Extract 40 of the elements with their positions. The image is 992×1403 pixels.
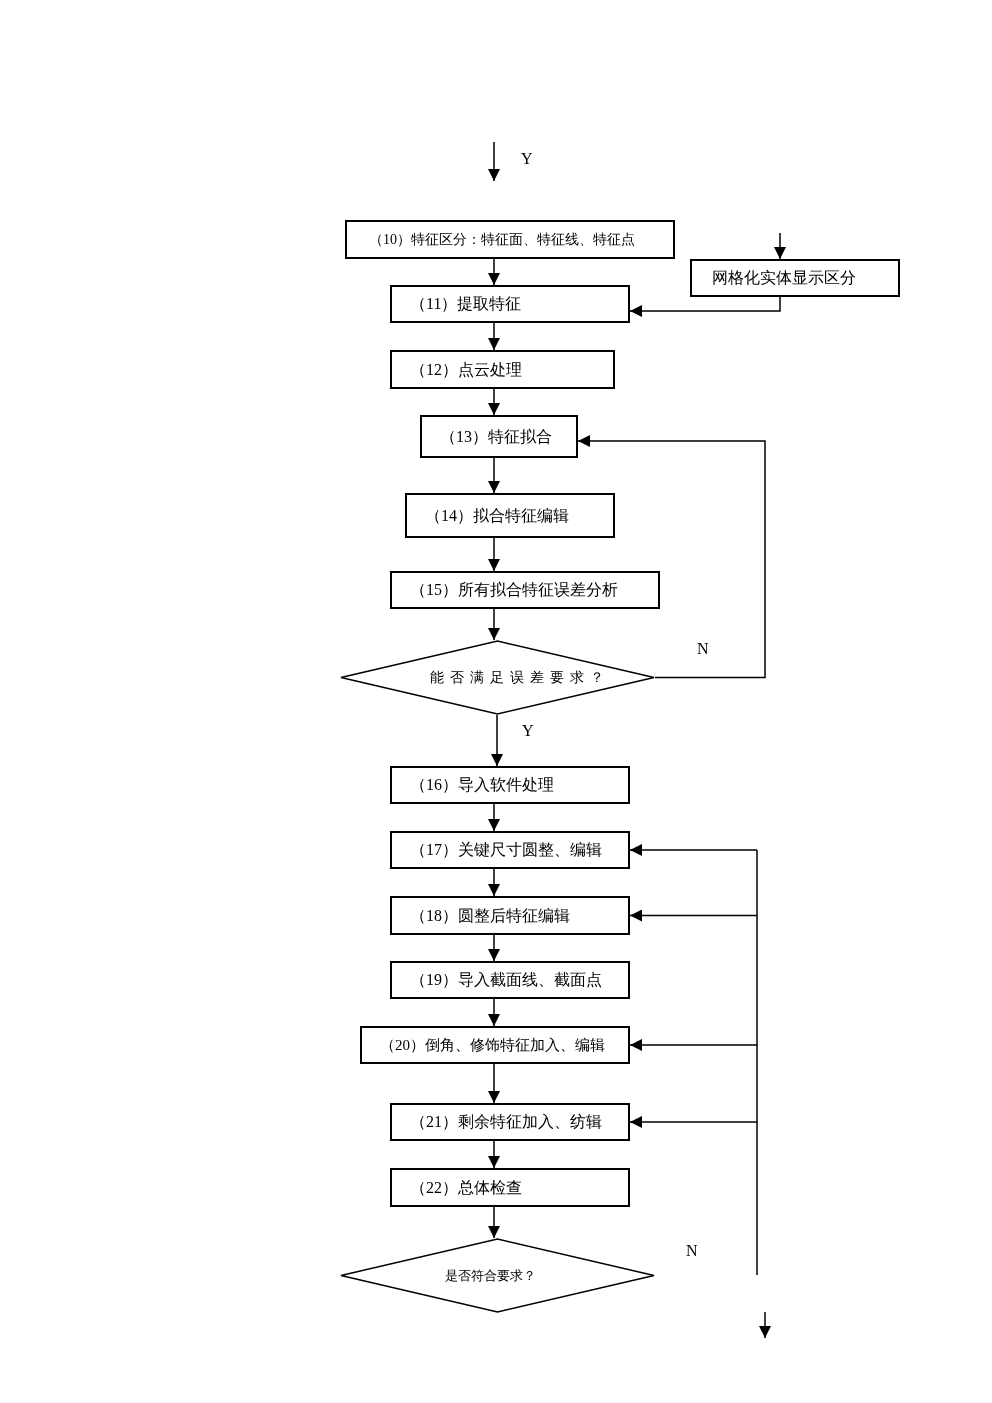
arrow [488,322,500,351]
arrow [488,608,500,641]
process-box: （11）提取特征 [390,285,630,323]
arrow [491,714,503,767]
arrow [488,1140,500,1169]
arrow [488,803,500,832]
arrow [488,868,500,897]
process-box: （10）特征区分：特征面、特征线、特征点 [345,220,675,259]
arrow [488,388,500,416]
arrow [774,232,786,260]
arrow [488,258,500,286]
arrow [629,909,758,922]
arrow [488,1206,500,1239]
arrow [629,296,781,317]
arrow [488,998,500,1027]
arrow [629,1116,758,1128]
process-box: （21）剩余特征加入、纺辑 [390,1103,630,1141]
arrow [488,1063,500,1104]
arrow [488,934,500,962]
process-box: （16）导入软件处理 [390,766,630,804]
branch-label: Y [521,150,533,168]
arrow [488,537,500,572]
arrow [629,844,758,856]
diamond-label: 是否符合要求？ [445,1266,536,1285]
process-box: （22）总体检查 [390,1168,630,1207]
process-box: （19）导入截面线、截面点 [390,961,630,999]
arrow [577,435,766,679]
arrow [488,457,500,494]
process-box: （17）关键尺寸圆整、编辑 [390,831,630,869]
process-box: （20）倒角、修饰特征加入、编辑 [360,1026,630,1064]
process-box: （13）特征拟合 [420,415,578,458]
diamond-label: 能否满足误差要求？ [430,668,610,687]
process-box: （12）点云处理 [390,350,615,389]
process-box: （14）拟合特征编辑 [405,493,615,538]
process-box: 网格化实体显示区分 [690,259,900,297]
branch-label: N [686,1242,698,1260]
feedback-line [756,849,758,1276]
process-box: （18）圆整后特征编辑 [390,896,630,935]
process-box: （15）所有拟合特征误差分析 [390,571,660,609]
arrow [629,1039,758,1051]
